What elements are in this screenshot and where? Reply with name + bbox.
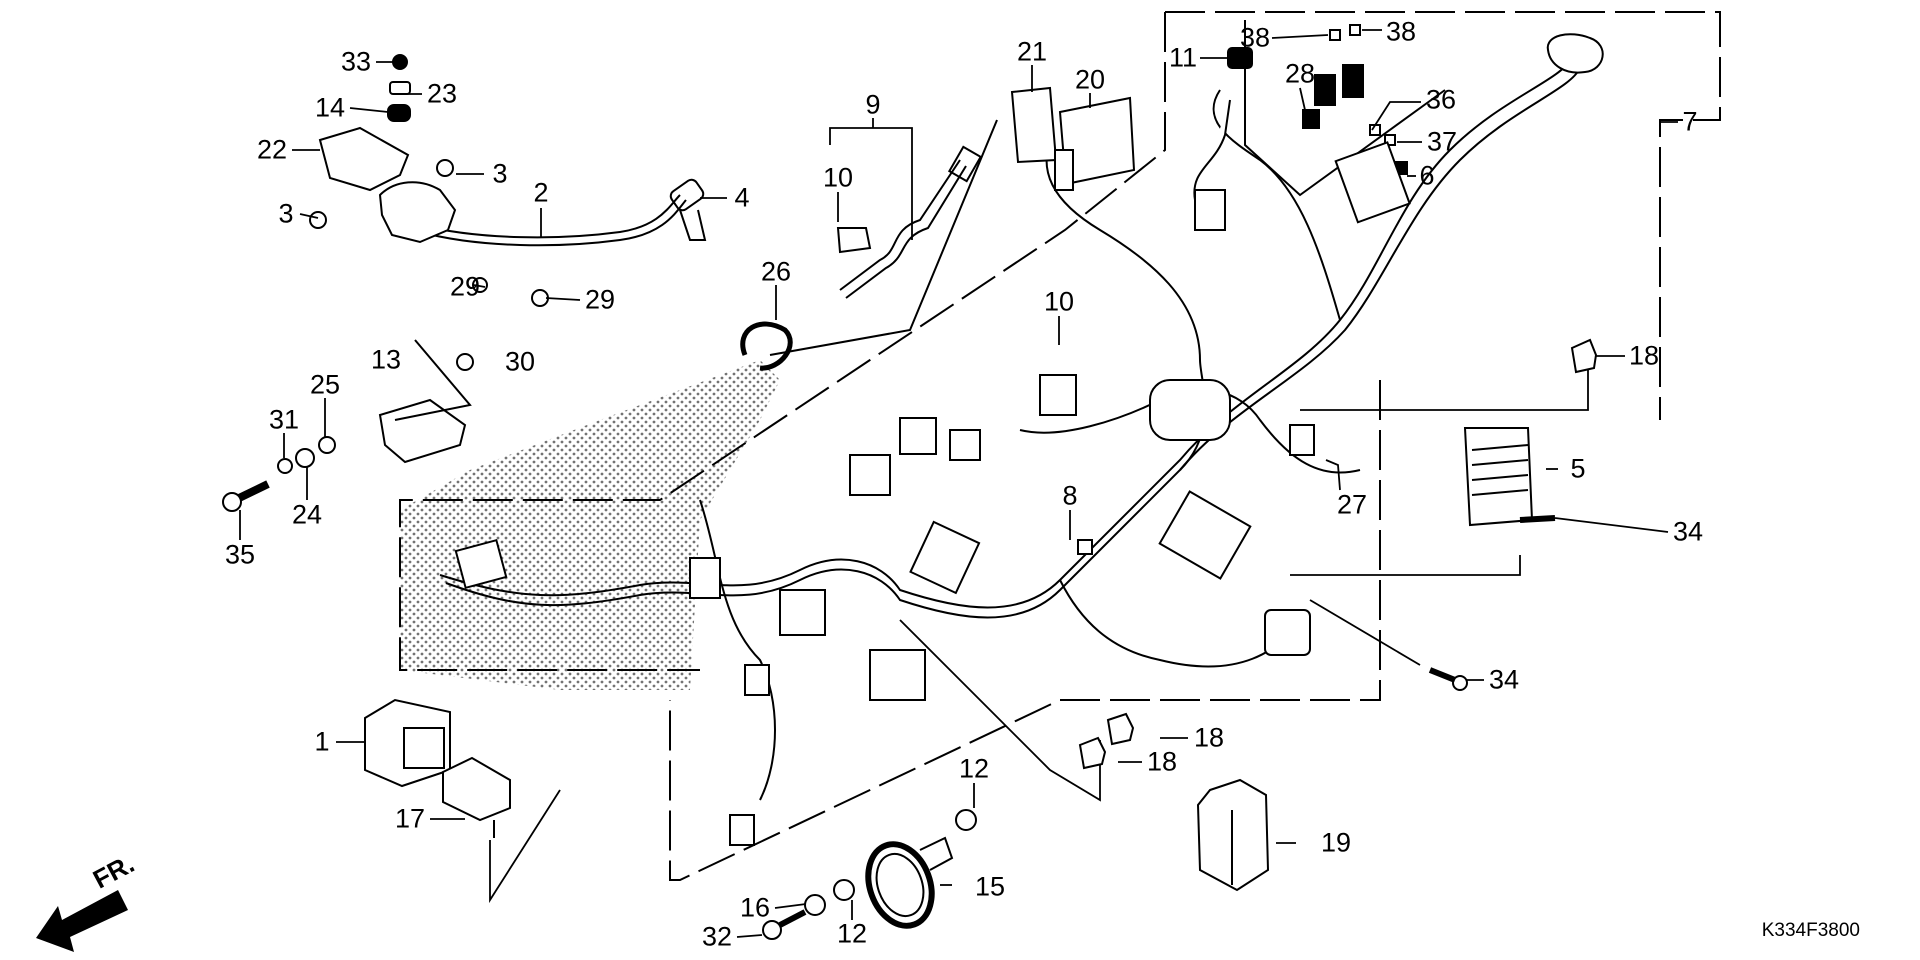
front-arrow-icon bbox=[36, 890, 128, 952]
part-callout-38[interactable]: 38 bbox=[1385, 16, 1417, 47]
part-callout-33[interactable]: 33 bbox=[340, 46, 372, 77]
part-callout-31[interactable]: 31 bbox=[268, 404, 300, 435]
part-callout-12[interactable]: 12 bbox=[836, 918, 868, 949]
part-callout-2[interactable]: 2 bbox=[533, 177, 549, 208]
horn-part-15 bbox=[762, 809, 977, 940]
part-callout-13[interactable]: 13 bbox=[370, 344, 402, 375]
part-callout-5[interactable]: 5 bbox=[1570, 453, 1586, 484]
part-callout-21[interactable]: 21 bbox=[1016, 36, 1048, 67]
part-callout-8[interactable]: 8 bbox=[1062, 480, 1078, 511]
part-callout-20[interactable]: 20 bbox=[1074, 64, 1106, 95]
part-callout-3[interactable]: 3 bbox=[278, 198, 294, 229]
part-callout-1[interactable]: 1 bbox=[314, 726, 330, 757]
part-callout-3[interactable]: 3 bbox=[492, 158, 508, 189]
frame-stipple bbox=[400, 360, 780, 690]
part-13-sensor bbox=[222, 339, 474, 512]
part-callout-19[interactable]: 19 bbox=[1320, 827, 1352, 858]
ignition-coil bbox=[309, 54, 549, 307]
group-outlines bbox=[399, 11, 1721, 881]
part-callout-34[interactable]: 34 bbox=[1672, 516, 1704, 547]
part-callout-27[interactable]: 27 bbox=[1336, 489, 1368, 520]
part-callout-17[interactable]: 17 bbox=[394, 803, 426, 834]
part-callout-18[interactable]: 18 bbox=[1146, 746, 1178, 777]
part-callout-9[interactable]: 9 bbox=[865, 89, 881, 120]
part-callout-29[interactable]: 29 bbox=[584, 284, 616, 315]
part-callout-14[interactable]: 14 bbox=[314, 92, 346, 123]
leader-lines bbox=[239, 29, 1678, 938]
part-callout-10[interactable]: 10 bbox=[822, 162, 854, 193]
part-callout-6[interactable]: 6 bbox=[1419, 160, 1435, 191]
parts-1-17 bbox=[364, 698, 511, 838]
part-callout-37[interactable]: 37 bbox=[1426, 126, 1458, 157]
part-callout-34[interactable]: 34 bbox=[1488, 664, 1520, 695]
part-callout-16[interactable]: 16 bbox=[739, 892, 771, 923]
cable-part-9 bbox=[836, 145, 983, 299]
part-callout-26[interactable]: 26 bbox=[760, 256, 792, 287]
part-callout-15[interactable]: 15 bbox=[974, 871, 1006, 902]
part-callout-28[interactable]: 28 bbox=[1284, 58, 1316, 89]
part-callout-7[interactable]: 7 bbox=[1682, 106, 1698, 137]
part-callout-38[interactable]: 38 bbox=[1239, 22, 1271, 53]
part-callout-23[interactable]: 23 bbox=[426, 78, 458, 109]
part-callout-30[interactable]: 30 bbox=[504, 346, 536, 377]
part-callout-35[interactable]: 35 bbox=[224, 539, 256, 570]
diagram-reference-code: K334F3800 bbox=[1761, 920, 1860, 941]
right-side-parts bbox=[1078, 338, 1598, 892]
part-callout-12[interactable]: 12 bbox=[958, 753, 990, 784]
part-callout-4[interactable]: 4 bbox=[734, 182, 750, 213]
part-callout-18[interactable]: 18 bbox=[1628, 340, 1660, 371]
parts-20-21 bbox=[1010, 86, 1136, 191]
part-callout-32[interactable]: 32 bbox=[701, 921, 733, 952]
part-callout-10[interactable]: 10 bbox=[1043, 286, 1075, 317]
plug-cap-wire bbox=[419, 178, 707, 247]
part-26-band bbox=[740, 321, 793, 371]
part-callout-36[interactable]: 36 bbox=[1425, 84, 1457, 115]
part-callout-22[interactable]: 22 bbox=[256, 134, 288, 165]
part-callout-24[interactable]: 24 bbox=[291, 499, 323, 530]
connector-cluster-top bbox=[1193, 24, 1604, 231]
part-callout-11[interactable]: 11 bbox=[1168, 42, 1198, 73]
central-connectors bbox=[454, 374, 1315, 846]
part-callout-18[interactable]: 18 bbox=[1193, 722, 1225, 753]
part-callout-25[interactable]: 25 bbox=[309, 369, 341, 400]
part-callout-29[interactable]: 29 bbox=[449, 271, 481, 302]
